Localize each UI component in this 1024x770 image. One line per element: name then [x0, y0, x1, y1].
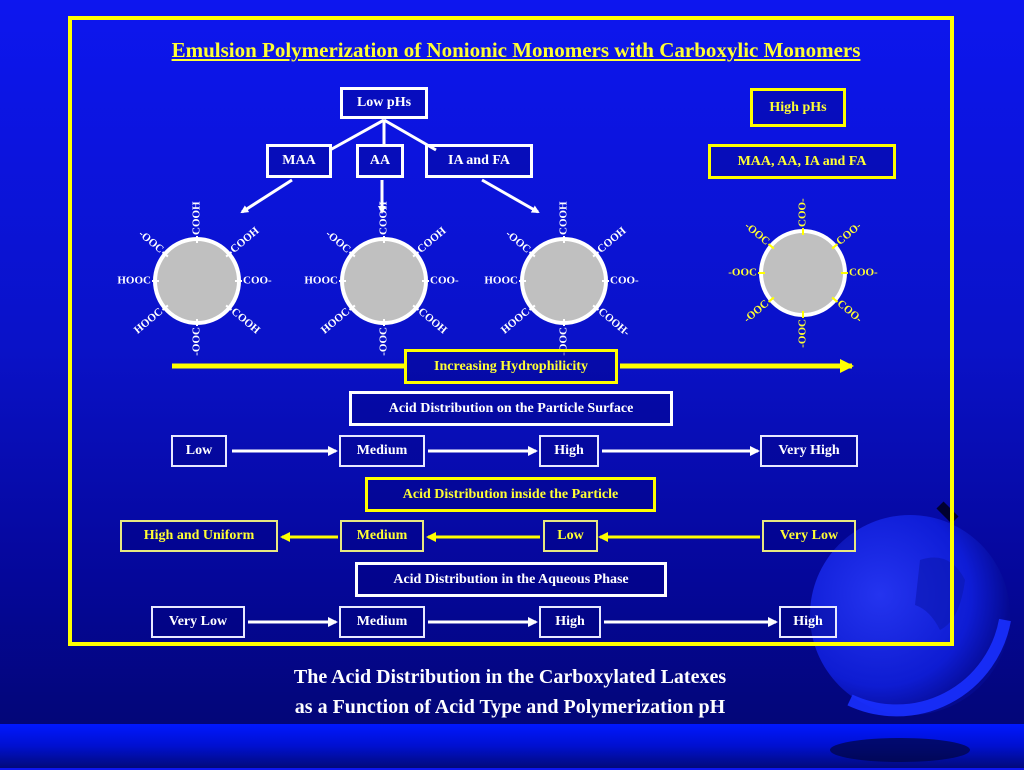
functional-group-label: HOOC — [319, 306, 353, 337]
functional-group-label: COO- — [243, 275, 272, 287]
aqueous-level-high-2: High — [779, 606, 837, 638]
page-title: Emulsion Polymerization of Nonionic Mono… — [171, 38, 861, 62]
bond-tick — [767, 243, 775, 250]
bond-tick — [767, 296, 775, 303]
bond-tick — [831, 243, 839, 250]
diagram-frame — [68, 16, 954, 646]
caption-line-2: as a Function of Acid Type and Polymeriz… — [294, 696, 726, 718]
functional-group-label: -OOC — [742, 220, 772, 248]
particle-core — [153, 237, 241, 325]
functional-group-label: -OOC — [558, 327, 570, 356]
functional-group-label: COO- — [430, 275, 459, 287]
bond-tick — [528, 251, 536, 258]
functional-group-label: COOH — [378, 201, 390, 235]
surface-level-low: Low — [171, 435, 227, 467]
functional-group-label: -OOC — [323, 228, 353, 256]
maa-particle: COOH COOH COO- COOH -OOC HOOC HOOC -OOC — [117, 201, 272, 356]
high-ph-acids-box: MAA, AA, IA and FA — [708, 144, 896, 179]
functional-group-label: COOH — [191, 201, 203, 235]
functional-group-label: HOOC — [499, 306, 533, 337]
functional-group-label: -OOC — [191, 327, 203, 356]
functional-group-label: COO- — [835, 298, 865, 326]
functional-group-label: HOOC — [304, 275, 338, 287]
bond-tick — [592, 304, 600, 311]
particle-core — [520, 237, 608, 325]
inside-level-low: Low — [543, 520, 598, 552]
functional-group-label: COOH — [415, 225, 449, 256]
functional-group-label: COO- — [797, 198, 809, 227]
aqueous-heading-box: Acid Distribution in the Aqueous Phase — [355, 562, 667, 597]
functional-group-label: -OOC — [136, 228, 166, 256]
caption-line-1: The Acid Distribution in the Carboxylate… — [293, 666, 727, 688]
surface-level-very-high: Very High — [760, 435, 858, 467]
functional-group-label: -OOC — [503, 228, 533, 256]
high-ph-box: High pHs — [750, 88, 846, 127]
functional-group-label: -OOC — [742, 298, 772, 326]
aqueous-level-very-low: Very Low — [151, 606, 245, 638]
low-ph-box: Low pHs — [340, 87, 428, 119]
bond-tick — [225, 251, 233, 258]
functional-group-label: COOH — [229, 306, 263, 337]
functional-group-label: COO- — [849, 267, 878, 279]
functional-group-label: COOH — [228, 225, 262, 256]
arrow-to-ia-fa-particle — [481, 178, 540, 214]
surface-level-high: High — [539, 435, 599, 467]
aa-box: AA — [356, 144, 404, 178]
aa-particle: COOH COOH COO- COOH -OOC HOOC HOOC -OOC — [304, 201, 459, 356]
inside-level-high-uniform: High and Uniform — [120, 520, 278, 552]
bond-tick — [528, 304, 536, 311]
functional-group-label: COO- — [834, 220, 864, 248]
aqueous-level-medium: Medium — [339, 606, 425, 638]
hydrophilicity-box: Increasing Hydrophilicity — [404, 349, 618, 384]
maa-box: MAA — [266, 144, 332, 178]
ia-fa-particle: COOH COOH COO- COOH- -OOC HOOC HOOC -OOC — [484, 201, 639, 356]
bond-tick — [225, 304, 233, 311]
functional-group-label: HOOC — [484, 275, 518, 287]
high-ph-particle: COO- COO- COO- COO- -OOC -OOC -OOC -OOC — [728, 198, 878, 348]
bond-tick — [412, 251, 420, 258]
surface-level-medium: Medium — [339, 435, 425, 467]
bond-tick — [348, 304, 356, 311]
functional-group-label: -OOC — [378, 327, 390, 356]
functional-group-label: -OOC — [728, 267, 757, 279]
bond-tick — [592, 251, 600, 258]
surface-heading-box: Acid Distribution on the Particle Surfac… — [349, 391, 673, 426]
inside-level-medium: Medium — [340, 520, 424, 552]
bond-tick — [161, 304, 169, 311]
functional-group-label: HOOC — [117, 275, 151, 287]
functional-group-label: COOH — [416, 306, 450, 337]
functional-group-label: COOH- — [596, 306, 633, 339]
bond-tick — [831, 296, 839, 303]
inside-level-very-low: Very Low — [762, 520, 856, 552]
caption: The Acid Distribution in the Carboxylate… — [230, 662, 790, 722]
bond-tick — [348, 251, 356, 258]
particle-core — [759, 229, 847, 317]
ia-fa-box: IA and FA — [425, 144, 533, 178]
bond-tick — [412, 304, 420, 311]
arrow-to-maa-particle — [240, 178, 293, 214]
inside-heading-box: Acid Distribution inside the Particle — [365, 477, 656, 512]
functional-group-label: COOH — [595, 225, 629, 256]
bond-tick — [161, 251, 169, 258]
functional-group-label: -OOC — [797, 319, 809, 348]
functional-group-label: COO- — [610, 275, 639, 287]
functional-group-label: HOOC — [132, 306, 166, 337]
particle-core — [340, 237, 428, 325]
aqueous-level-high: High — [539, 606, 601, 638]
connector-ia-fa — [383, 118, 437, 152]
connector-maa — [329, 118, 385, 152]
functional-group-label: COOH — [558, 201, 570, 235]
